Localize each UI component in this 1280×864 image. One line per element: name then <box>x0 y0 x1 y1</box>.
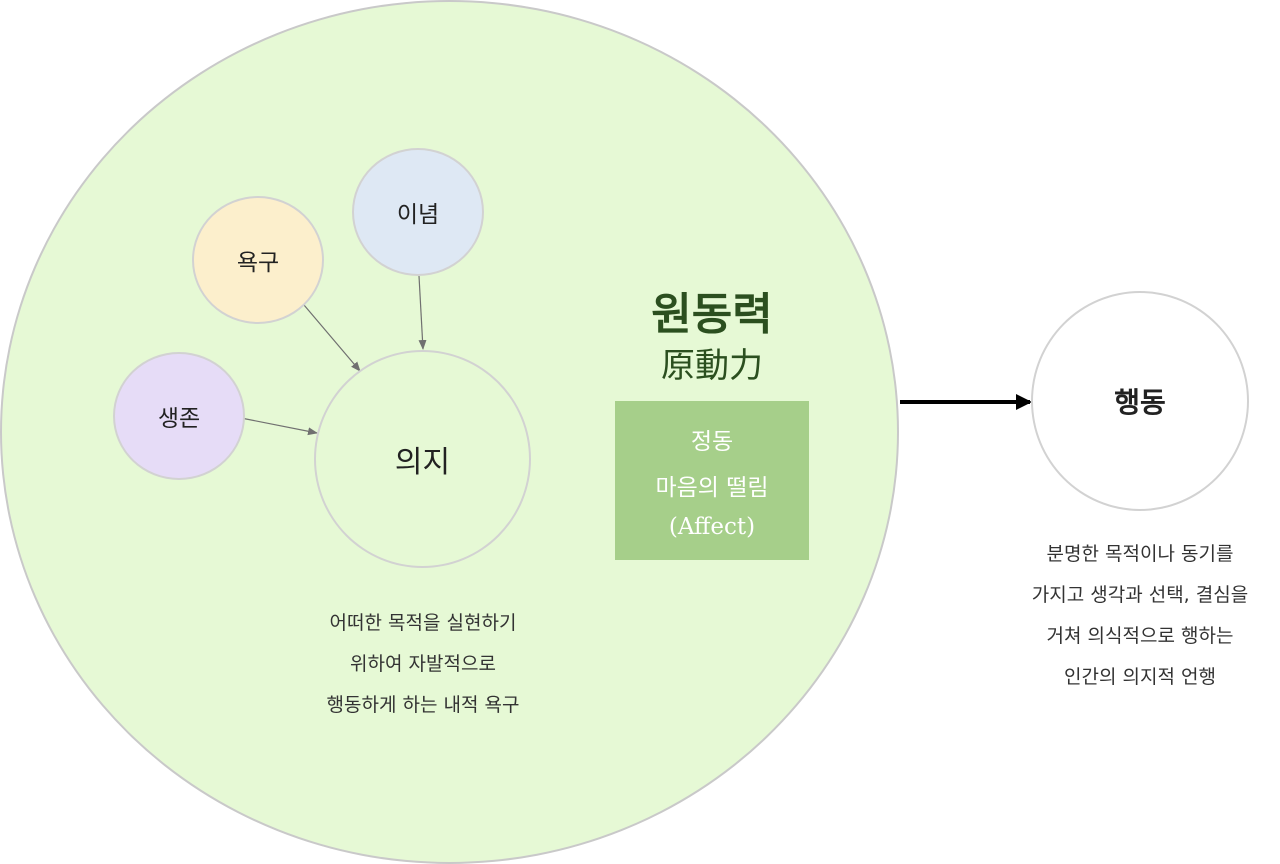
affect-box: 정동 마음의 떨림 (Affect) <box>615 401 809 560</box>
affect-line-3: (Affect) <box>668 513 756 540</box>
survival-node: 생존 <box>113 352 245 480</box>
will-label: 의지 <box>394 445 451 480</box>
will-description-line: 행동하게 하는 내적 욕구 <box>326 694 520 716</box>
action-description: 분명한 목적이나 동기를 가지고 생각과 선택, 결심을 거쳐 의식적으로 행하… <box>1010 534 1270 698</box>
affect-line-1: 정동 <box>690 428 734 455</box>
desire-node: 욕구 <box>192 196 324 324</box>
will-description-line: 어떠한 목적을 실현하기 <box>329 612 517 634</box>
survival-label: 생존 <box>157 406 201 432</box>
affect-line-2: 마음의 떨림 <box>655 474 769 501</box>
action-label: 행동 <box>1114 386 1166 419</box>
action-description-line: 분명한 목적이나 동기를 <box>1046 543 1234 565</box>
action-description-line: 가지고 생각과 선택, 결심을 <box>1031 584 1249 606</box>
will-description-line: 위하여 자발적으로 <box>350 653 496 675</box>
motive-subtitle: 原動力 <box>661 346 763 386</box>
will-description: 어떠한 목적을 실현하기 위하여 자발적으로 행동하게 하는 내적 욕구 <box>300 603 546 726</box>
motive-title: 원동력 <box>651 289 773 340</box>
action-description-line: 거쳐 의식적으로 행하는 <box>1046 625 1234 647</box>
belief-label: 이념 <box>396 202 440 228</box>
belief-node: 이념 <box>352 148 484 276</box>
will-node: 의지 <box>314 350 531 568</box>
action-node: 행동 <box>1031 291 1249 511</box>
desire-label: 욕구 <box>236 250 280 276</box>
action-description-line: 인간의 의지적 언행 <box>1064 666 1216 688</box>
